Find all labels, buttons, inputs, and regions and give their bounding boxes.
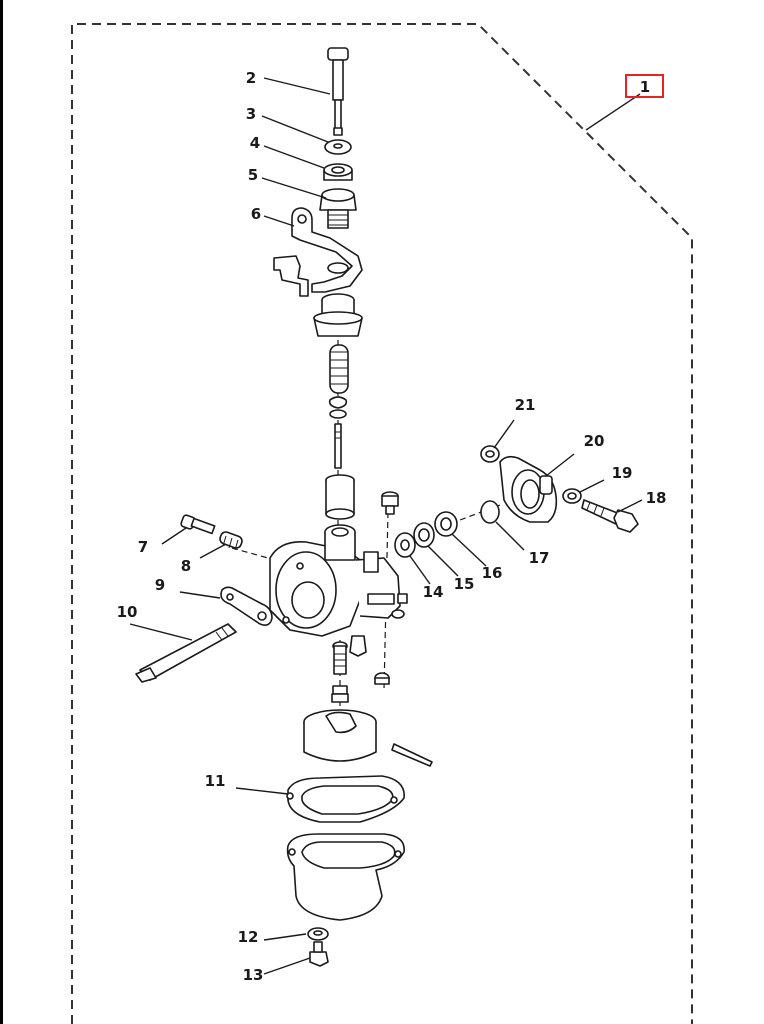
callout-3: 3 [246, 105, 256, 123]
float-bowl [286, 833, 405, 921]
part-19-washer [562, 488, 582, 504]
callout-10: 10 [117, 603, 138, 621]
callout-7: 7 [138, 538, 148, 556]
throttle-valve [325, 474, 355, 520]
callout-4: 4 [250, 134, 260, 152]
part-11-gasket [286, 775, 405, 823]
part-7-screw [180, 514, 216, 535]
callout-5: 5 [248, 166, 258, 184]
part-3-washer [324, 139, 352, 155]
callout-19: 19 [612, 464, 633, 482]
part-13-bolt [309, 941, 329, 967]
callout-6: 6 [251, 205, 261, 223]
callout-17: 17 [529, 549, 550, 567]
part-16-ring [434, 511, 458, 537]
float-needle [349, 635, 367, 657]
needle-clip [328, 396, 348, 419]
part-10-shaft [135, 623, 237, 683]
part-8-spring [219, 531, 243, 551]
drain-screw [374, 672, 390, 685]
part-6-bracket [273, 207, 363, 297]
throttle-cap [313, 293, 363, 337]
callout-9: 9 [155, 576, 165, 594]
callout-14: 14 [423, 583, 444, 601]
part-18-bolt [581, 499, 639, 533]
part-21-nut [480, 445, 500, 463]
part-15-ring [413, 522, 435, 548]
callout-21: 21 [515, 396, 536, 414]
part-20-clamp [499, 455, 558, 523]
callout-18: 18 [646, 489, 667, 507]
callout-1[interactable]: 1 [640, 78, 650, 96]
float [303, 709, 433, 767]
part-17-oring [480, 500, 500, 524]
window-edge [0, 0, 3, 1024]
callout-11: 11 [205, 772, 226, 790]
part-5-adjuster [319, 188, 357, 229]
carburetor-body [269, 524, 408, 637]
left-axis [231, 547, 269, 559]
jet-needle [334, 423, 342, 469]
callout-15: 15 [454, 575, 475, 593]
throttle-spring [329, 344, 349, 394]
part-14-ring [394, 532, 416, 558]
part-2-needle [327, 47, 349, 136]
part-4-nut [323, 163, 353, 181]
main-jet [331, 641, 349, 703]
leader-lines [129, 77, 643, 975]
callout-16: 16 [482, 564, 503, 582]
callout-1-highlight[interactable] [625, 74, 664, 98]
callout-8: 8 [181, 557, 191, 575]
part-9-plate [220, 586, 273, 626]
part-12-washer [307, 927, 329, 941]
idle-screw [381, 491, 399, 515]
callout-2: 2 [246, 69, 256, 87]
callout-20: 20 [584, 432, 605, 450]
callout-12: 12 [238, 928, 259, 946]
callout-labels: 1 2 3 4 5 6 7 8 9 10 11 12 13 14 15 16 1… [117, 69, 667, 984]
assembly-boundary [71, 23, 693, 1024]
callout-13: 13 [243, 966, 264, 984]
